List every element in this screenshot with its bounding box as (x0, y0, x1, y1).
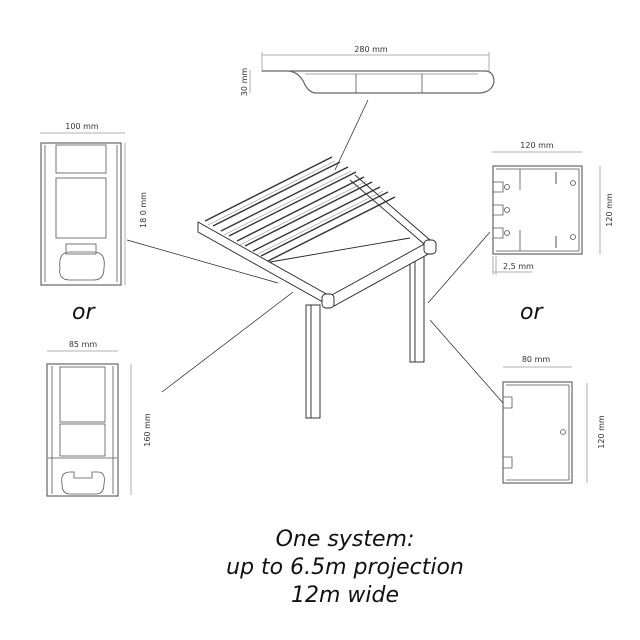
rafter-width-label: 280 mm (354, 45, 388, 54)
rafter-height-label: 30 mm (240, 68, 249, 97)
post-large-width-label: 120 mm (520, 141, 554, 150)
leader-lines (126, 99, 504, 404)
beam-small-height-label: 160 mm (143, 413, 152, 447)
post-large-wall-label: 2,5 mm (503, 262, 534, 271)
caption: One system: up to 6.5m projection 12m wi… (180, 526, 510, 610)
post-small-width-label: 80 mm (522, 355, 551, 364)
louvre-slats (204, 156, 396, 262)
post-small-profile (502, 366, 588, 484)
post-large-height-label: 120 mm (605, 193, 614, 227)
rafter-profile (249, 52, 495, 94)
beam-small-width-label: 85 mm (69, 340, 98, 349)
post-small-height-label: 120 mm (597, 415, 606, 449)
beam-small-profile (46, 350, 132, 497)
or-separator-left: or (72, 300, 95, 325)
caption-line-2: up to 6.5m projection (226, 555, 464, 580)
post-large-profile (492, 151, 601, 275)
beam-large-profile (40, 132, 126, 286)
beam-large-height-label: 18 0 mm (139, 192, 148, 228)
pergola-isometric (197, 156, 437, 419)
beam-large-width-label: 100 mm (65, 122, 99, 131)
caption-line-1: One system: (275, 527, 415, 552)
caption-line-3: 12m wide (290, 583, 400, 608)
or-separator-right: or (520, 300, 543, 325)
